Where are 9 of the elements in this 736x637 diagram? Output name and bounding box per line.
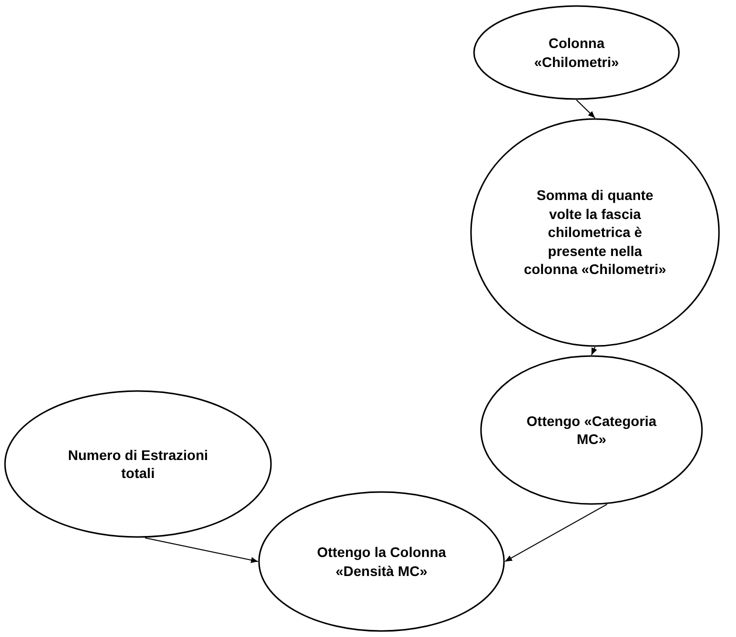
arrow [576, 100, 596, 118]
node-text: Ottengo «Categoria MC» [526, 412, 658, 448]
node-text: Somma di quante volte la fascia chilometrica è presente nella colonna «Chilometri» [522, 186, 668, 279]
node-text: Ottengo la Colonna «Densità MC» [316, 543, 448, 580]
arrow [144, 537, 258, 563]
node-text: Numero di Estrazioni totali [66, 446, 210, 482]
arrow [591, 346, 598, 356]
arrow [504, 504, 608, 562]
node-text: Colonna «Chilometri» [533, 34, 620, 71]
